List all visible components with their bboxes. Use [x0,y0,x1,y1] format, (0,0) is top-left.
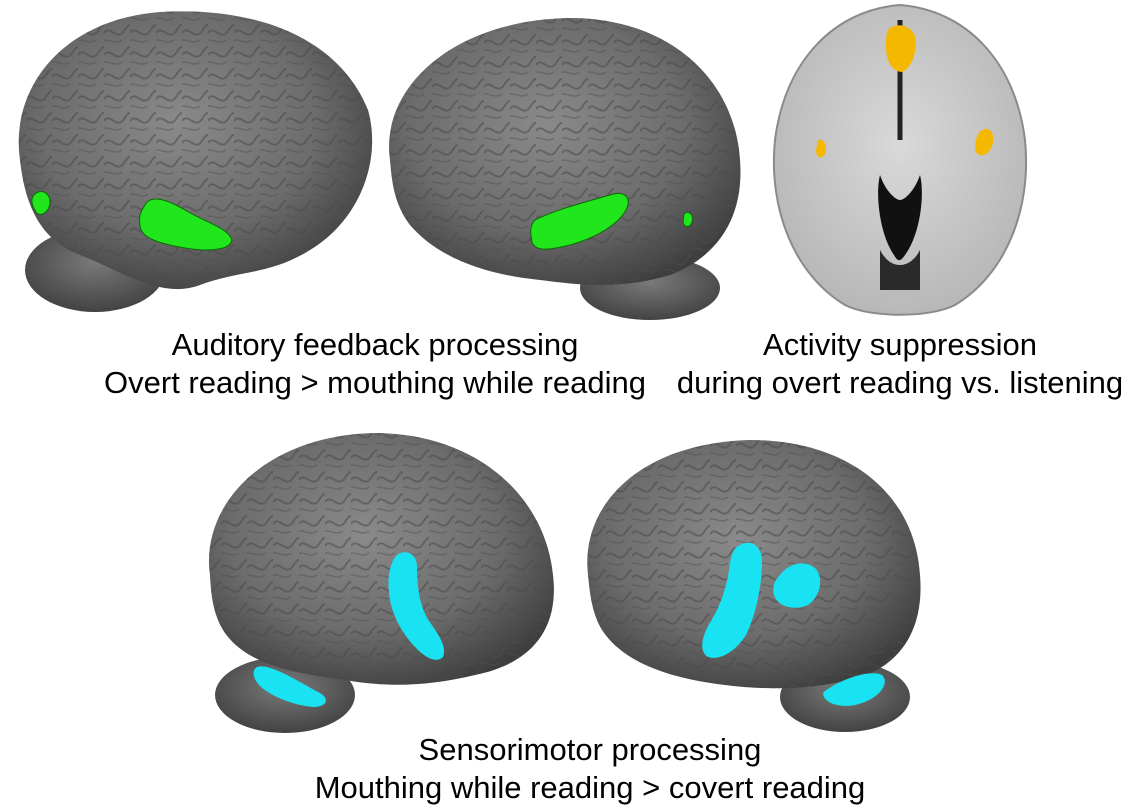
caption-auditory-line2: Overt reading > mouthing while reading [104,365,646,400]
sensorimotor-activation-region [388,552,445,660]
auditory-activation-region [530,193,629,250]
sensorimotor-activation-cerebellum [823,673,885,706]
suppression-activation-frontal [886,25,916,72]
slice-outline [772,3,1028,316]
sensorimotor-activation-region [702,542,762,658]
caption-sensorimotor-line2: Mouthing while reading > covert reading [314,770,866,805]
brain-axial-slice-suppression [770,0,1030,320]
caption-sensorimotor-line1: Sensorimotor processing [418,732,762,767]
suppression-activation-right [975,128,994,156]
suppression-activation-left [816,139,827,158]
sensorimotor-activation-parietal [773,563,821,608]
auditory-activation-small [682,211,693,227]
caption-suppression-line2: during overt reading vs. listening [676,365,1124,400]
caption-suppression: Activity suppression during overt readin… [670,326,1130,402]
auditory-activation-region [139,198,233,251]
cortex-gyri [389,18,741,285]
caption-auditory-line1: Auditory feedback processing [171,327,579,362]
brain-right-lateral-sensorimotor [580,435,925,735]
brain-right-lateral-auditory [380,10,750,320]
auditory-activation-small [31,191,51,215]
ventricles [878,175,922,261]
sensorimotor-activation-cerebellum [253,666,326,707]
cortex-gyri [18,11,373,290]
caption-sensorimotor: Sensorimotor processing Mouthing while r… [290,731,890,807]
occipital-sulci [880,250,920,290]
brain-left-lateral-sensorimotor [195,425,560,735]
cortex-gyri [208,433,554,685]
brain-left-lateral-auditory [0,0,380,320]
caption-suppression-line1: Activity suppression [763,327,1037,362]
caption-auditory: Auditory feedback processing Overt readi… [90,326,660,402]
